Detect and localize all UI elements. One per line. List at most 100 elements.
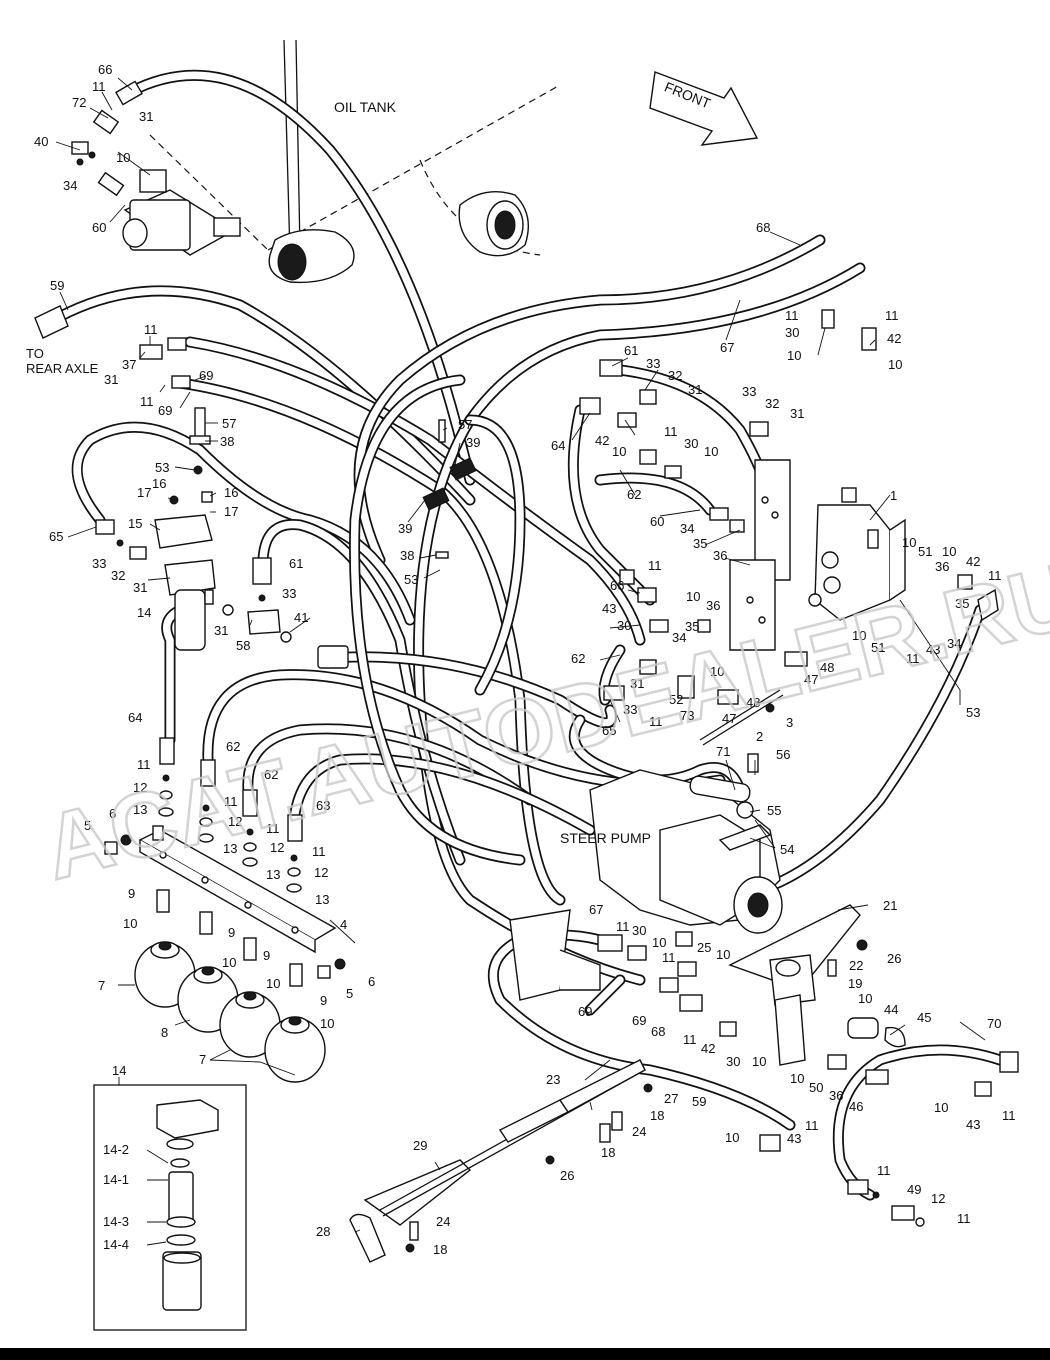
callout: 42: [887, 331, 901, 346]
callout: 64: [128, 710, 142, 725]
callout: 30: [726, 1054, 740, 1069]
steer-pump-label: STEER PUMP: [560, 830, 651, 846]
callout: 35: [693, 536, 707, 551]
leader-lines: [55, 77, 986, 1233]
callout: 11: [877, 1163, 891, 1178]
steering-valve-block: [729, 309, 999, 651]
callout: 49: [907, 1182, 921, 1197]
callout: 18: [433, 1242, 447, 1257]
pedal-assembly: [349, 904, 868, 1263]
fittings-lower-right: [597, 931, 1019, 1227]
callout: 56: [776, 747, 790, 762]
callout: 10: [902, 535, 916, 550]
callout: 12: [931, 1191, 945, 1206]
oil-tank-label: OIL TANK: [334, 99, 397, 115]
callout: 48: [820, 660, 834, 675]
callout: 66: [610, 578, 624, 593]
callout: 19: [848, 976, 862, 991]
callout: 10: [123, 916, 137, 931]
callout: 59: [692, 1094, 706, 1109]
callout: 67: [720, 340, 734, 355]
callout: 51: [918, 544, 932, 559]
callout: 43: [787, 1131, 801, 1146]
fittings-middle: [579, 359, 808, 746]
callout: 13: [315, 892, 329, 907]
callout: 23: [546, 1072, 560, 1087]
callout: 61: [624, 343, 638, 358]
callout: 62: [226, 739, 240, 754]
callout: 5: [346, 986, 353, 1001]
callout: 9: [263, 948, 270, 963]
callout: 60: [92, 220, 106, 235]
callout: 43: [966, 1117, 980, 1132]
callout: 11: [885, 308, 899, 323]
steer-pump: STEER PUMP: [560, 753, 783, 934]
callout: 27: [664, 1091, 678, 1106]
callout: 12: [133, 780, 147, 795]
callout: 42: [595, 433, 609, 448]
callout: 11: [988, 568, 1002, 583]
callout: 18: [601, 1145, 615, 1160]
callout: 11: [312, 844, 326, 859]
callout: 12: [314, 865, 328, 880]
callout: 7: [199, 1052, 206, 1067]
callout: 34: [63, 178, 77, 193]
callout: 73: [680, 708, 694, 723]
callout: 11: [683, 1032, 697, 1047]
callout: 36: [829, 1088, 843, 1103]
callout: 11: [805, 1118, 819, 1133]
callout: 28: [316, 1224, 330, 1239]
callout: 11: [137, 757, 151, 772]
callout: 58: [236, 638, 250, 653]
callout: 10: [612, 444, 626, 459]
callout: 71: [716, 744, 730, 759]
callout: 14: [137, 605, 151, 620]
callout: 61: [289, 556, 303, 571]
callout: 26: [887, 951, 901, 966]
callout: 31: [214, 623, 228, 638]
callout: 65: [49, 529, 63, 544]
callout: 30: [684, 436, 698, 451]
callout: 60: [650, 514, 664, 529]
callout: 10: [852, 628, 866, 643]
callout: 26: [560, 1168, 574, 1183]
fittings-left: [95, 337, 349, 669]
callout: 69: [578, 1004, 592, 1019]
callout: 11: [785, 308, 799, 323]
callout: 11: [648, 558, 662, 573]
callout: 33: [92, 556, 106, 571]
callout: 67: [589, 902, 603, 917]
callout: 32: [111, 568, 125, 583]
callout: 11: [616, 919, 630, 934]
callout: 24: [436, 1214, 450, 1229]
callout: 69: [199, 368, 213, 383]
callout: 31: [139, 109, 153, 124]
callout: 63: [316, 798, 330, 813]
callout: 32: [765, 396, 779, 411]
callout: 40: [34, 134, 48, 149]
callout: 10: [320, 1016, 334, 1031]
callout: 38: [400, 548, 414, 563]
to-rear-axle-line2: REAR AXLE: [26, 361, 99, 376]
callout: 11: [140, 394, 154, 409]
fittings-top-left: [34, 80, 241, 339]
callout: 4: [340, 917, 347, 932]
callout: 39: [466, 435, 480, 450]
bottom-edge-bar: [0, 1348, 1050, 1360]
callout: 62: [571, 651, 585, 666]
callout: 11: [224, 794, 238, 809]
callout: 34: [947, 636, 961, 651]
callout: 53: [404, 572, 418, 587]
callout: 10: [942, 544, 956, 559]
callout: 10: [686, 589, 700, 604]
callout: 34: [680, 521, 694, 536]
callout: 55: [767, 803, 781, 818]
callout: 21: [883, 898, 897, 913]
inset-item: 14-4: [103, 1237, 129, 1252]
callout: 11: [957, 1211, 971, 1226]
callout: 10: [787, 348, 801, 363]
callout: 6: [109, 806, 116, 821]
callout: 13: [266, 867, 280, 882]
callout: 42: [966, 554, 980, 569]
callout: 18: [650, 1108, 664, 1123]
